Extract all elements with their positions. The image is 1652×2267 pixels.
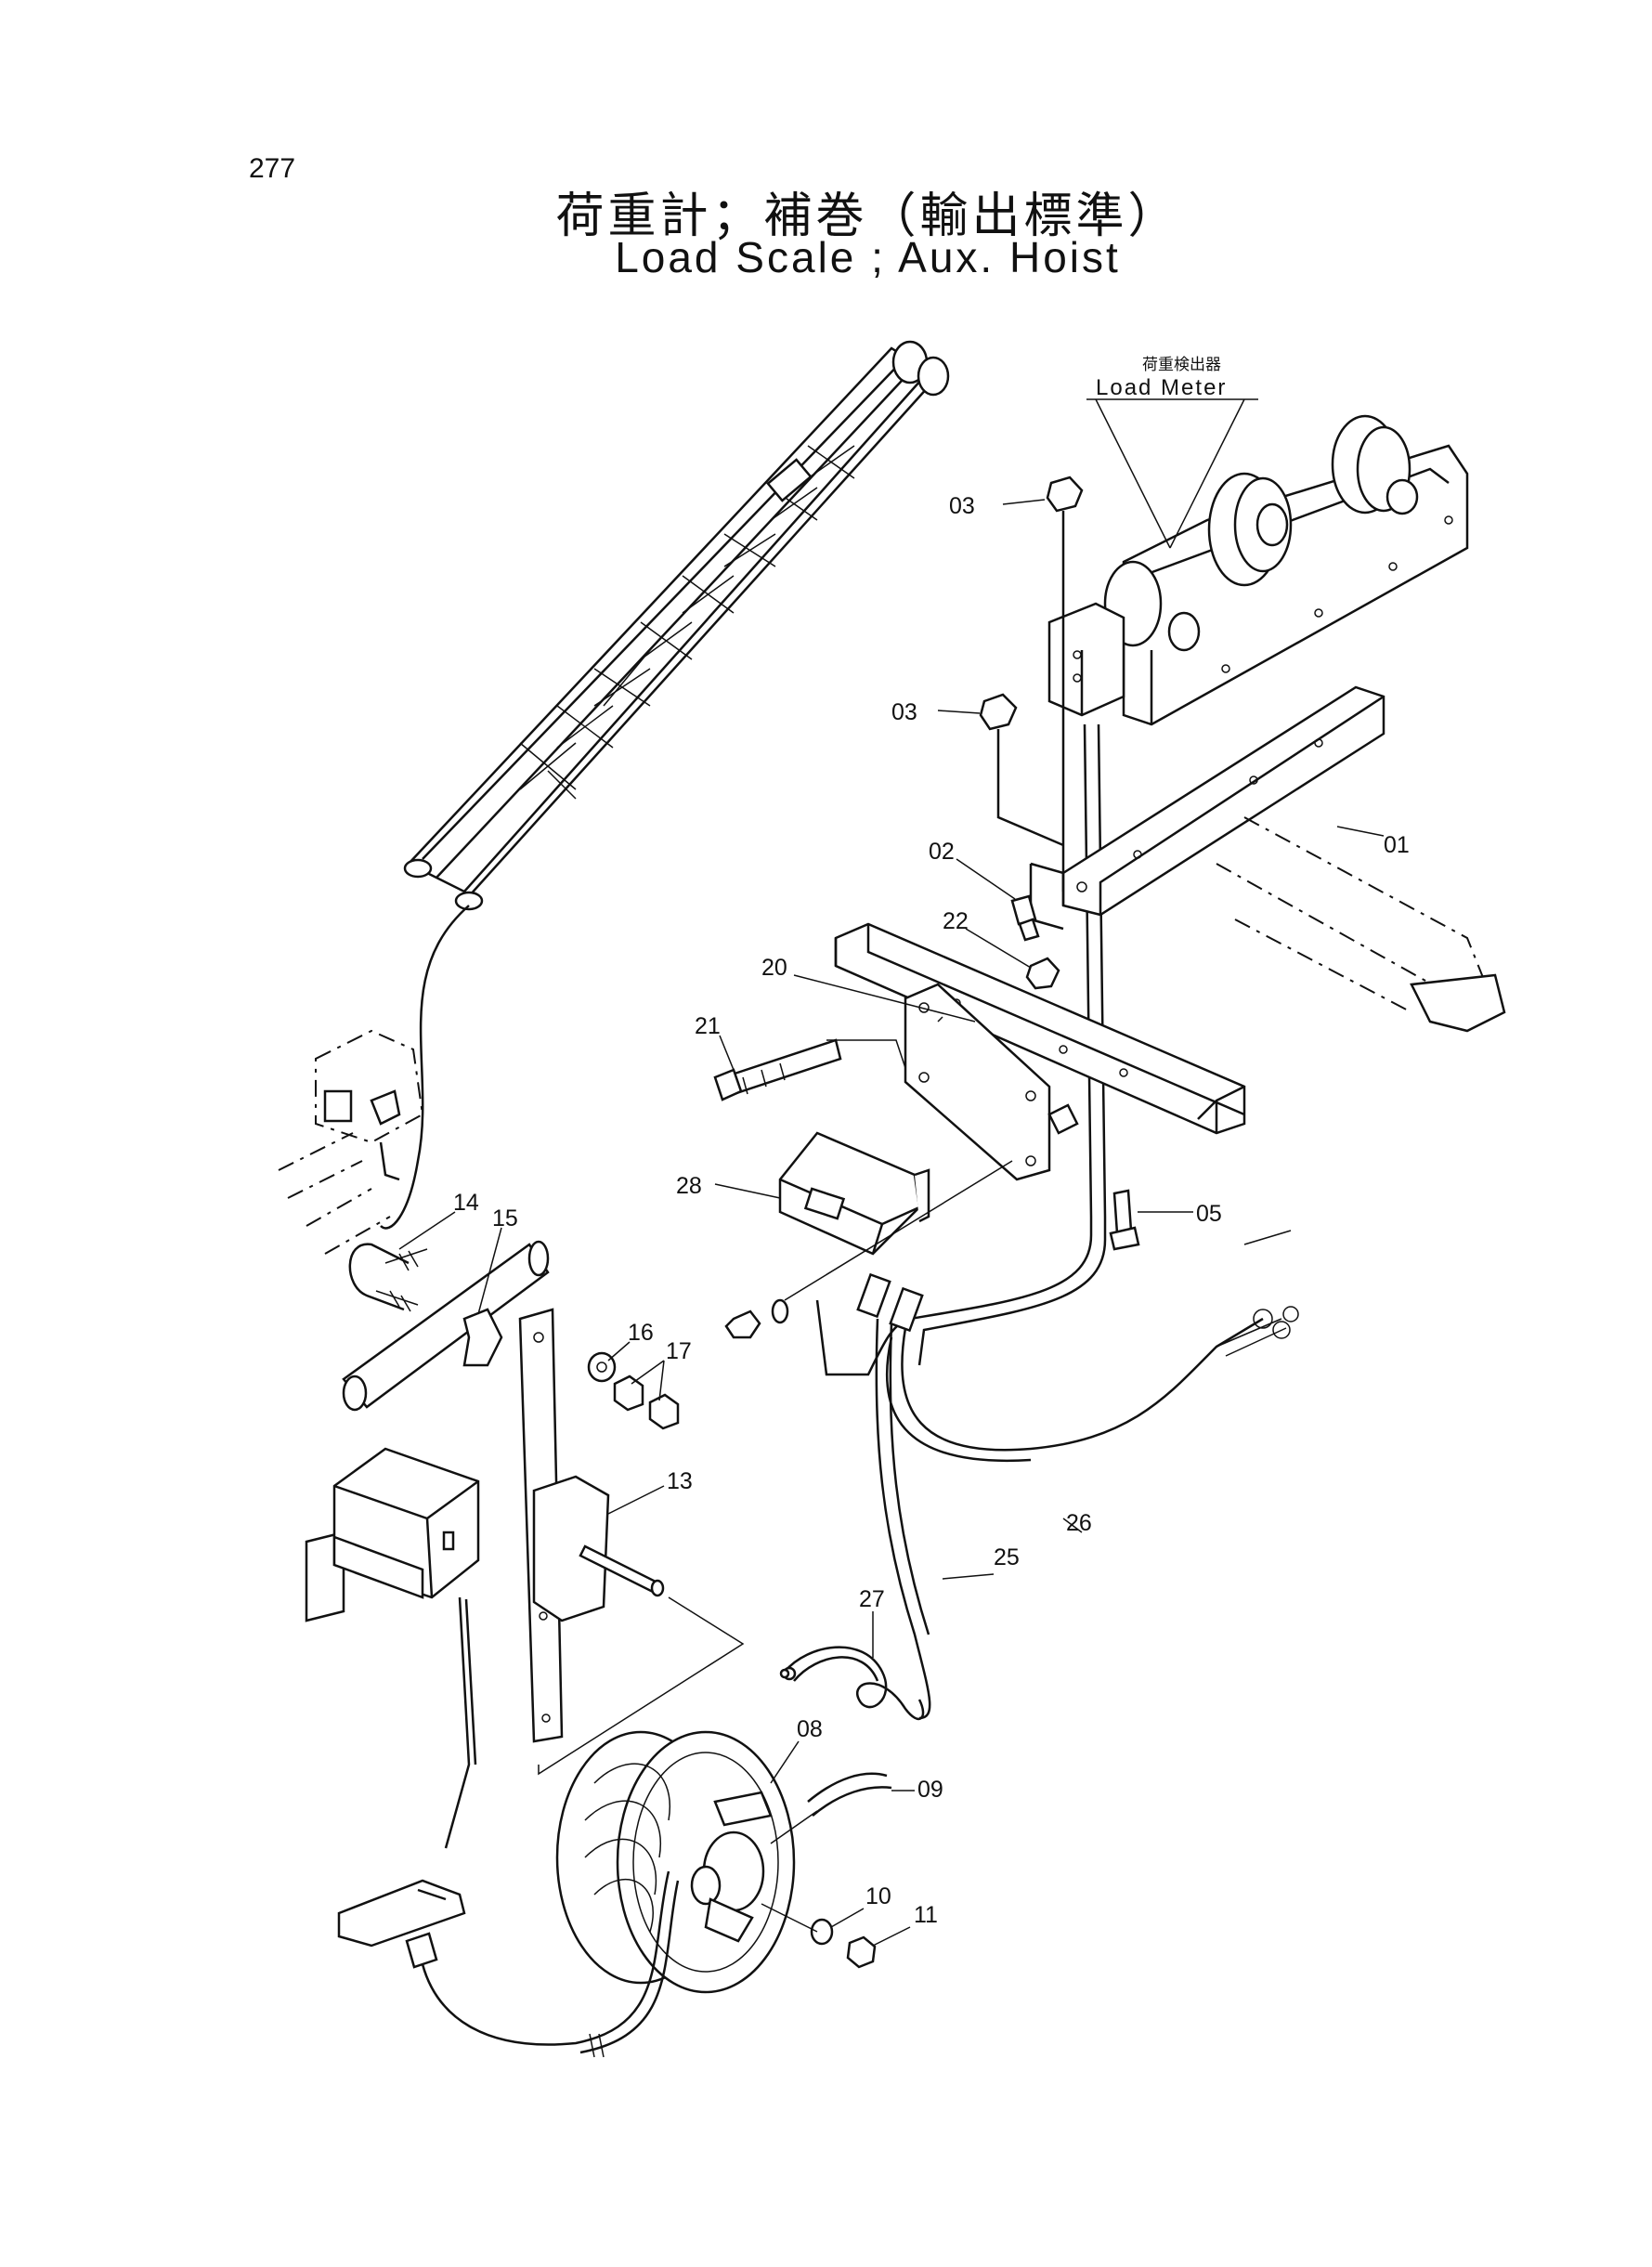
part-26-cable (885, 1317, 1264, 1463)
callout-03-upper: 03 (949, 493, 975, 519)
callout-08: 08 (797, 1716, 823, 1742)
title-english: Load Scale ; Aux. Hoist (615, 233, 1121, 281)
frame-rail (1216, 816, 1506, 1033)
boom-junction-box (278, 1029, 424, 1255)
callout-11: 11 (914, 1902, 938, 1928)
indicator-box (305, 1447, 480, 1622)
callout-17: 17 (666, 1338, 692, 1364)
callout-22: 22 (943, 908, 969, 934)
callout-25: 25 (994, 1544, 1020, 1570)
box-fasteners (724, 1160, 1013, 1339)
callout-21: 21 (695, 1013, 721, 1039)
part-01-channel (1029, 685, 1385, 931)
part-13-bracket (518, 1308, 665, 1743)
part-11-nut (846, 1935, 877, 1969)
part-09-pin (770, 1772, 892, 1844)
part-03-nut-upper (1046, 476, 1084, 529)
callout-20: 20 (761, 955, 787, 981)
conduit-pipe (815, 1217, 1107, 1376)
callout-13: 13 (667, 1468, 693, 1494)
connectors (856, 1272, 924, 1333)
callout-15: 15 (492, 1205, 518, 1231)
callout-16: 16 (628, 1320, 654, 1346)
boom-cable (380, 905, 470, 1230)
reel-axle-line (538, 1596, 745, 1776)
part-17-nuts (613, 1375, 680, 1430)
part-15-clamp (462, 1308, 503, 1367)
part-22-nut (1025, 957, 1060, 990)
callout-05: 05 (1196, 1201, 1222, 1227)
load-meter-assembly (1047, 414, 1469, 726)
vertical-rod (1083, 723, 1107, 1218)
callout-02: 02 (929, 839, 955, 865)
callout-27: 27 (859, 1586, 885, 1612)
callout-01: 01 (1384, 832, 1410, 858)
bottom-left-connector (337, 1879, 466, 1969)
part-28-box (778, 1103, 1079, 1256)
part-16-washer (587, 1351, 617, 1383)
part-21-bolt (713, 1038, 906, 1101)
load-meter-label-en: Load Meter (1096, 375, 1227, 400)
part-25-cable (875, 1318, 931, 1720)
callout-14: 14 (453, 1190, 479, 1216)
part-02-bolt (1010, 894, 1040, 942)
page-number: 277 (249, 153, 296, 184)
mounting-plate (904, 983, 1051, 1181)
part-14-u-bolt (348, 1243, 428, 1312)
leader-lines (398, 499, 1385, 1947)
callout-26: 26 (1066, 1510, 1092, 1536)
load-meter-label-jp: 荷重検出器 (1142, 356, 1221, 374)
indicator-cable (444, 1596, 477, 1849)
part-05-bolt (1109, 1189, 1140, 1251)
part-03-nut-lower (979, 693, 1064, 847)
callout-03-lower: 03 (891, 699, 917, 725)
part-10-washer (810, 1918, 834, 1946)
callout-28: 28 (676, 1173, 702, 1199)
callout-10: 10 (865, 1883, 891, 1909)
part-08-cable-reel (555, 1730, 796, 1994)
callout-09: 09 (917, 1777, 943, 1803)
load-meter-leader (1086, 398, 1258, 549)
part-20-beam (834, 922, 1246, 1135)
boom-assembly (403, 340, 950, 911)
reel-to-connector-cable (421, 1870, 680, 2054)
part-27-cable-loop (784, 1646, 925, 1721)
title-japanese: 荷重計；補巻（輸出標準） (555, 189, 1180, 244)
pipe-section (342, 1240, 550, 1412)
